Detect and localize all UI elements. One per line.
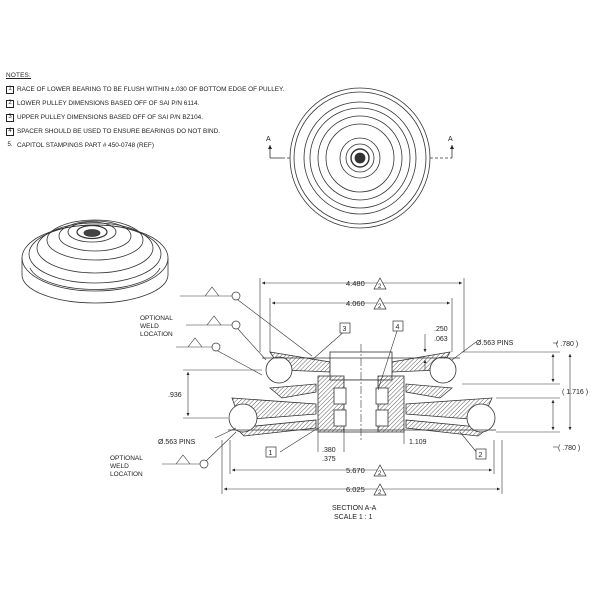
note-2: 2 LOWER PULLEY DIMENSIONS BASED OFF OF S… [6,100,306,108]
callout-1: 1 [269,450,273,457]
section-scale: SCALE 1 : 1 [334,514,373,521]
dim-4060: 4.060 [346,299,365,308]
section-title: SECTION A-A [332,505,377,512]
note-5: 5. CAPITOL STAMPINGS PART # 450-0748 (RE… [6,142,306,150]
section-a-a [228,344,496,440]
weld-label-bottom-line3: LOCATION [110,471,143,478]
note-number: 4 [6,128,14,136]
note-4: 4 SPACER SHOULD BE USED TO ENSURE BEARIN… [6,128,306,136]
section-cut-label-right: A [448,136,453,143]
flag-label: 2 [378,304,382,310]
note-text: SPACER SHOULD BE USED TO ENSURE BEARINGS… [17,128,221,135]
weld-label-bottom-line2: WELD [110,463,129,470]
flag-label: 2 [378,490,382,496]
note-number: 1 [6,86,14,94]
weld-label-top-line1: OPTIONAL [140,315,173,322]
dim-780-bottom: ( .780 ) [558,445,580,452]
note-number: 5. [7,142,13,149]
note-text: RACE OF LOWER BEARING TO BE FLUSH WITHIN… [17,86,285,93]
note-text: UPPER PULLEY DIMENSIONS BASED OFF OF SAI… [17,114,203,121]
note-number: 3 [6,114,14,122]
note-1: 1 RACE OF LOWER BEARING TO BE FLUSH WITH… [6,86,306,94]
notes-block: NOTES: 1 RACE OF LOWER BEARING TO BE FLU… [6,72,306,156]
weld-circle [211,342,221,352]
weld-label-bottom-line1: OPTIONAL [110,455,143,462]
pins-label-bottom: Ø.563 PINS [158,439,196,446]
dim-250: .250 [434,326,448,333]
weld-circle [231,291,241,301]
pins-label-top: Ø.563 PINS [476,340,514,347]
dimension-lines [162,278,572,494]
note-text: CAPITOL STAMPINGS PART # 450-0748 (REF) [17,142,154,149]
callout-3: 3 [343,326,347,333]
dim-1716: ( 1.716 ) [562,389,588,396]
section-cut-label-left: A [266,136,271,143]
dim-5670: 5.670 [346,466,365,475]
dim-780-top: ( .780 ) [556,341,578,348]
flag-label: 2 [378,284,382,290]
dim-1109: 1.109 [409,439,427,446]
note-flag-triangles [373,277,387,496]
note-number: 2 [6,100,14,108]
weld-label-top-line2: WELD [140,323,159,330]
note-text: LOWER PULLEY DIMENSIONS BASED OFF OF SAI… [17,100,200,107]
note-3: 3 UPPER PULLEY DIMENSIONS BASED OFF OF S… [6,114,306,122]
dim-4480: 4.480 [346,279,365,288]
dim-936: .936 [168,392,182,399]
callout-boxes [265,320,487,460]
weld-circle [199,459,209,469]
dim-380: .380 [322,447,336,454]
callout-4: 4 [396,324,400,331]
dim-6025: 6.025 [346,485,365,494]
callout-2: 2 [479,452,483,459]
dim-063: .063 [434,336,448,343]
weld-label-top-line3: LOCATION [140,331,173,338]
top-view [268,87,454,229]
weld-circle [231,320,241,330]
notes-header: NOTES: [6,72,31,79]
dim-375: .375 [322,456,336,463]
isometric-view [21,219,169,304]
flag-label: 2 [378,471,382,477]
